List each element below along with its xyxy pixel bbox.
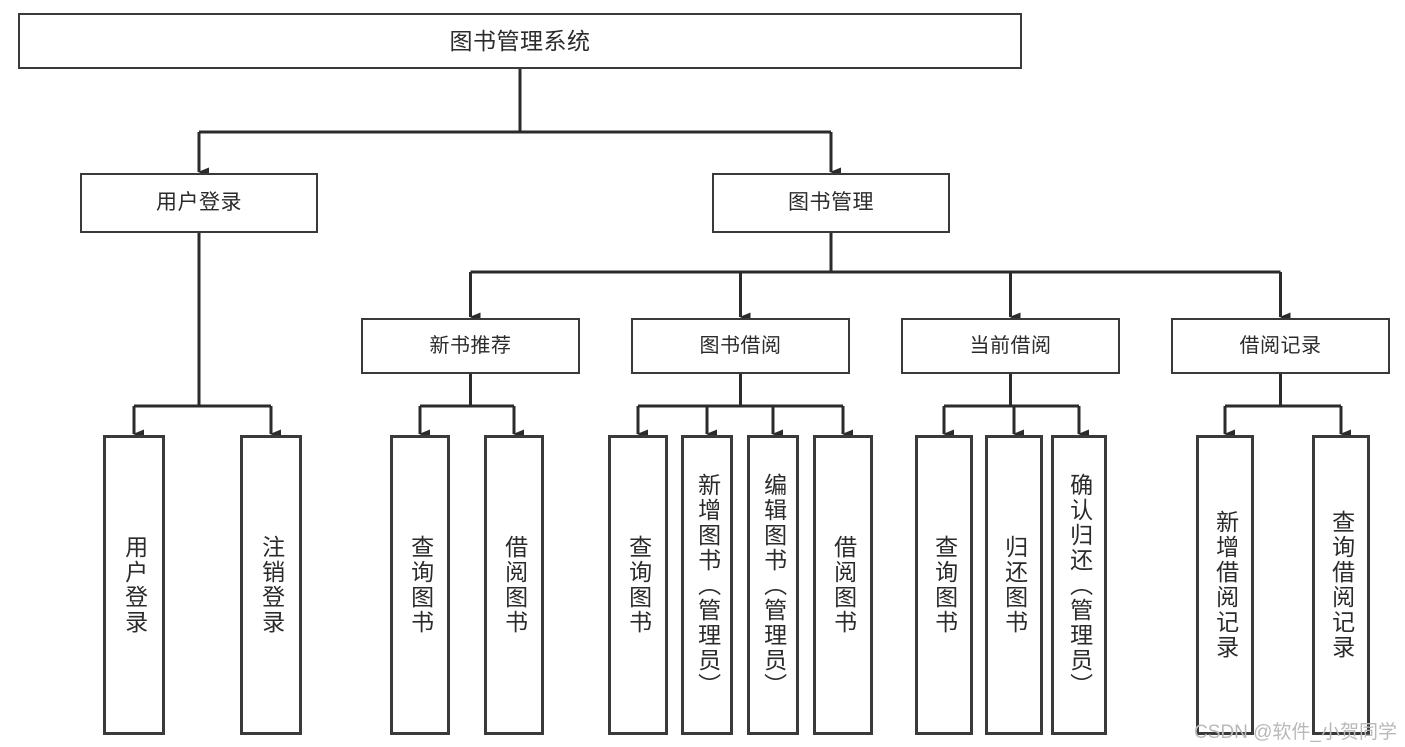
node-label: 确认归还（管理员） <box>1066 472 1093 698</box>
node-label: 图书管理系统 <box>449 27 591 54</box>
leaf-add-book-admin[interactable]: 新增图书（管理员） <box>681 435 733 735</box>
node-user-login[interactable]: 用户登录 <box>80 173 318 233</box>
node-label: 图书借阅 <box>699 334 782 357</box>
node-book-borrow[interactable]: 图书借阅 <box>631 318 850 374</box>
node-label: 新增借阅记录 <box>1212 510 1239 660</box>
node-label: 新增图书（管理员） <box>694 472 721 698</box>
node-label: 借阅记录 <box>1239 334 1322 357</box>
leaf-confirm-return-admin[interactable]: 确认归还（管理员） <box>1051 435 1107 735</box>
node-label: 借阅图书 <box>501 535 528 635</box>
node-label: 当前借阅 <box>969 334 1052 357</box>
leaf-borrow-book-recommend[interactable]: 借阅图书 <box>484 435 544 735</box>
leaf-query-book-current[interactable]: 查询图书 <box>915 435 973 735</box>
node-label: 编辑图书（管理员） <box>760 472 787 698</box>
leaf-query-borrow-record[interactable]: 查询借阅记录 <box>1312 435 1370 735</box>
node-label: 用户登录 <box>121 535 148 635</box>
node-label: 图书管理 <box>788 190 874 214</box>
connector-lines <box>132 69 1351 439</box>
node-current-borrow[interactable]: 当前借阅 <box>901 318 1120 374</box>
leaf-logout-login[interactable]: 注销登录 <box>240 435 302 735</box>
leaf-return-book[interactable]: 归还图书 <box>985 435 1043 735</box>
node-label: 查询图书 <box>407 535 434 635</box>
leaf-query-book-borrow[interactable]: 查询图书 <box>608 435 668 735</box>
leaf-query-book-recommend[interactable]: 查询图书 <box>390 435 450 735</box>
leaf-borrow-book[interactable]: 借阅图书 <box>813 435 873 735</box>
node-label: 查询借阅记录 <box>1328 510 1355 660</box>
node-label: 借阅图书 <box>830 535 857 635</box>
node-book-manage[interactable]: 图书管理 <box>712 173 950 233</box>
node-label: 新书推荐 <box>429 334 512 357</box>
node-label: 查询图书 <box>625 535 652 635</box>
csdn-watermark: CSDN @软件_小贺同学 <box>1194 722 1397 743</box>
node-label: 查询图书 <box>931 535 958 635</box>
node-new-book-recommend[interactable]: 新书推荐 <box>361 318 580 374</box>
leaf-add-borrow-record[interactable]: 新增借阅记录 <box>1196 435 1254 735</box>
leaf-edit-book-admin[interactable]: 编辑图书（管理员） <box>747 435 799 735</box>
node-label: 用户登录 <box>156 190 242 214</box>
node-label: 注销登录 <box>258 535 285 635</box>
node-label: 归还图书 <box>1001 535 1028 635</box>
node-root-system[interactable]: 图书管理系统 <box>18 13 1022 69</box>
leaf-user-login[interactable]: 用户登录 <box>103 435 165 735</box>
node-borrow-record[interactable]: 借阅记录 <box>1171 318 1390 374</box>
